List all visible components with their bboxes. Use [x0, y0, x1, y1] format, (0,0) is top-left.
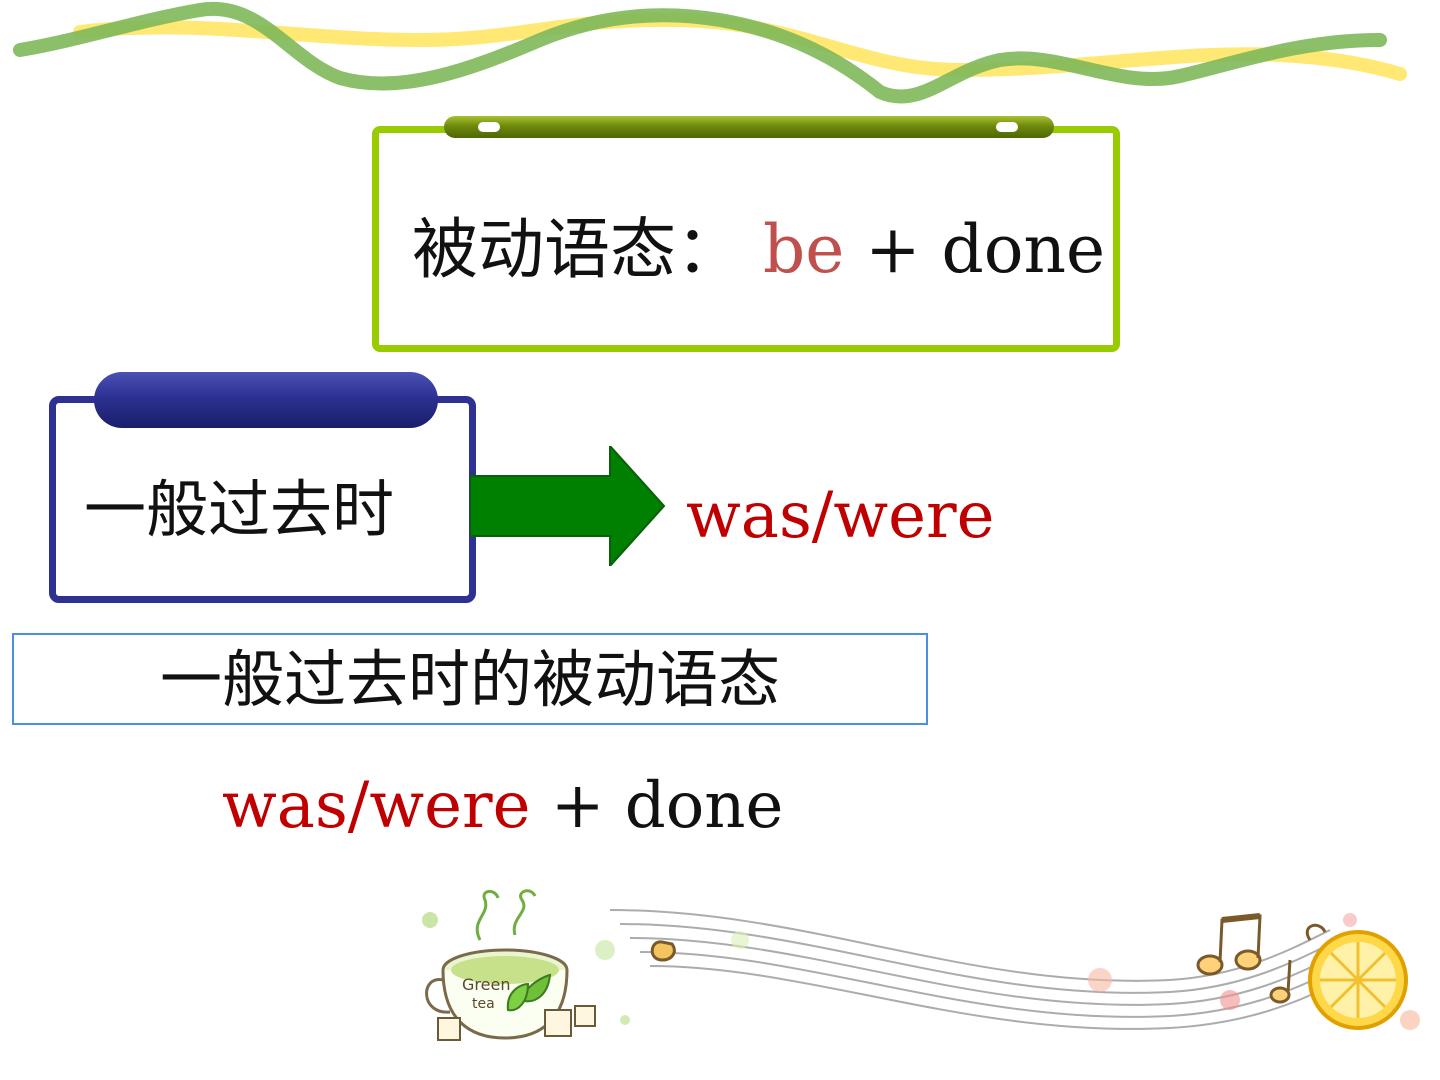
cup-text-tea: tea: [472, 996, 495, 1012]
tense-card: [49, 396, 476, 603]
formula-done: + done: [844, 211, 1106, 288]
structure-done: + done: [530, 769, 784, 843]
structure-was-were: was/were: [222, 769, 531, 843]
title-box: [12, 633, 928, 725]
rod-highlight-right: [996, 122, 1018, 132]
tea-cup-icon: Green tea: [425, 889, 569, 1040]
tea-music-decoration: Green tea: [422, 889, 1420, 1041]
bubbles: [422, 912, 1420, 1030]
formula-be: be: [762, 211, 845, 288]
tense-card-rod: [94, 372, 438, 428]
cup-text-green: Green: [462, 975, 510, 994]
right-arrow-icon: [470, 446, 666, 566]
lemon-slice-icon: [1305, 923, 1408, 1030]
formula-card-rod: [444, 116, 1054, 138]
sugar-cubes-icon: [437, 1005, 596, 1041]
formula-label: 被动语态：: [412, 211, 742, 288]
tense-label: 一般过去时: [84, 473, 395, 546]
music-notes-icon: [650, 913, 1292, 1004]
past-be-form: was/were: [686, 479, 995, 553]
past-passive-structure: was/were + done: [222, 766, 822, 846]
rod-highlight-left: [478, 122, 500, 132]
passive-voice-formula: 被动语态： be + done: [412, 205, 1112, 295]
past-passive-title: 一般过去时的被动语态: [159, 643, 780, 716]
staff-lines: [609, 909, 1331, 1030]
top-wave-decoration: [13, 1, 1407, 104]
